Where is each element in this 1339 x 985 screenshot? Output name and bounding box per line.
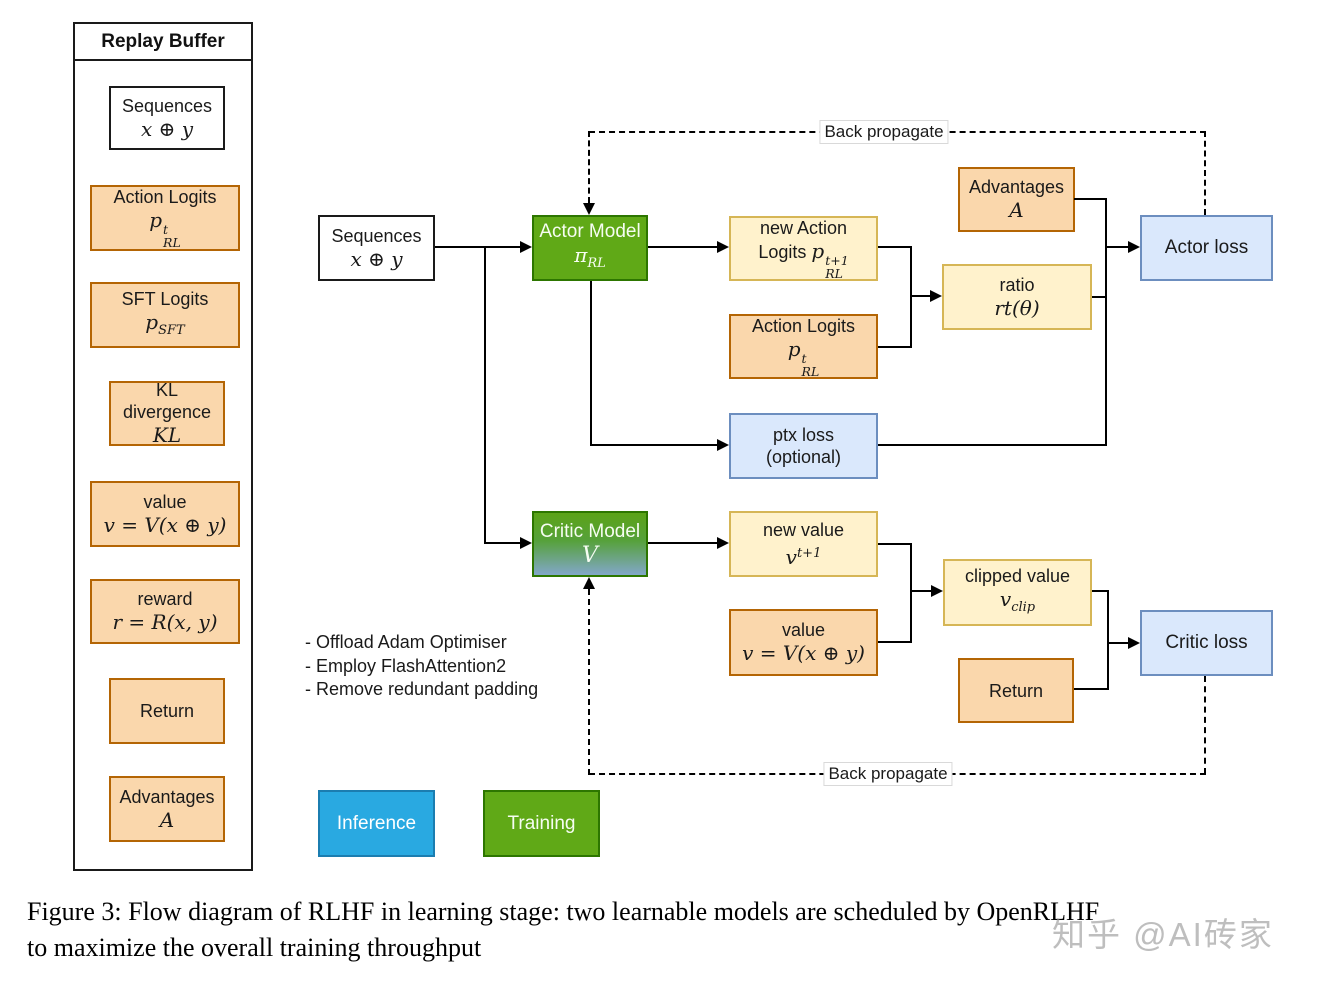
connector-line [1107, 590, 1109, 690]
connector-line [910, 543, 912, 643]
caption-line: Figure 3: Flow diagram of RLHF in learni… [27, 897, 1100, 926]
arrowhead-into-actor-model [520, 241, 532, 253]
rb-item-reward: reward r = R(x, y) [90, 579, 240, 644]
rb-item-label: Sequences [121, 95, 213, 116]
arrowhead-into-new-value [717, 537, 729, 549]
arrowhead-into-clipped-value [931, 585, 943, 597]
arrowhead-into-critic-model [520, 537, 532, 549]
connector-line [484, 246, 486, 544]
caption-line: to maximize the overall training through… [27, 933, 482, 962]
node-sequences: Sequences x ⊕ y [318, 215, 435, 281]
node-ptx-loss: ptx loss (optional) [729, 413, 878, 479]
rb-item-math: A [159, 807, 175, 832]
rb-item-label: SFT Logits [121, 288, 209, 309]
connector-line [1105, 198, 1107, 446]
rb-item-return: Return [109, 678, 225, 744]
arrowhead-into-actor-loss [1128, 241, 1140, 253]
node-return: Return [958, 658, 1074, 723]
dashed-line [1204, 131, 1206, 215]
replay-buffer-panel: Replay Buffer Sequences x ⊕ y Action Log… [73, 22, 253, 871]
node-critic-model: Critic Model V [532, 511, 648, 577]
rb-item-sft-logits: SFT Logits pSFT [90, 282, 240, 348]
connector-line [878, 346, 911, 348]
rb-item-label: KL divergence [122, 380, 212, 422]
node-clipped-value: clipped value vclip [943, 559, 1092, 626]
legend-inference: Inference [318, 790, 435, 857]
arrowhead-into-ptx-loss [717, 439, 729, 451]
connector-line [878, 641, 911, 643]
arrowhead-into-critic-loss [1128, 637, 1140, 649]
connector-line [910, 295, 931, 297]
node-actor-loss: Actor loss [1140, 215, 1273, 281]
arrowhead-into-actor-model-top [583, 203, 595, 215]
backprop-bottom-label: Back propagate [823, 762, 953, 786]
zhihu-watermark: 知乎 @AI砖家 [1052, 916, 1274, 953]
connector-line [878, 543, 911, 545]
rb-item-math: v = V(x ⊕ y) [103, 512, 227, 537]
rb-item-math: r = R(x, y) [112, 610, 218, 634]
connector-line [1092, 296, 1106, 298]
node-new-value: new value vt+1 [729, 511, 878, 577]
arrowhead-into-critic-model-bottom [583, 577, 595, 589]
node-ratio: ratio rt(θ) [942, 264, 1092, 330]
rb-item-advantages: Advantages A [109, 776, 225, 842]
connector-line [910, 246, 912, 348]
connector-line [878, 246, 911, 248]
note-line: - Remove redundant padding [305, 679, 539, 699]
connector-line [1074, 688, 1108, 690]
rb-item-label: Advantages [119, 786, 215, 807]
connector-line [435, 246, 521, 248]
connector-line [648, 542, 718, 544]
rb-item-math: x ⊕ y [140, 116, 194, 141]
dashed-line [588, 131, 590, 203]
connector-line [910, 590, 932, 592]
rb-item-label: reward [137, 589, 193, 609]
dashed-line [1204, 676, 1206, 774]
rb-item-kl-divergence: KL divergence KL [109, 380, 225, 447]
node-value: value v = V(x ⊕ y) [729, 609, 878, 676]
rb-item-math: KL [152, 423, 182, 447]
rb-item-math: pSFT [145, 309, 185, 338]
connector-line [484, 542, 521, 544]
rb-item-label: Return [139, 701, 195, 721]
node-actor-model: Actor Model πRL [532, 215, 648, 281]
dashed-line [588, 589, 590, 775]
connector-line [1105, 246, 1129, 248]
connector-line [1107, 642, 1129, 644]
connector-line [590, 281, 592, 446]
rb-item-sequences: Sequences x ⊕ y [109, 86, 225, 150]
rb-item-value: value v = V(x ⊕ y) [90, 481, 240, 547]
rb-item-label: Action Logits [113, 187, 217, 208]
optimisation-notes: - Offload Adam Optimiser - Employ FlashA… [305, 631, 538, 702]
legend-training: Training [483, 790, 600, 857]
node-advantages: Advantages A [958, 167, 1075, 232]
figure-caption: Figure 3: Flow diagram of RLHF in learni… [27, 894, 1099, 966]
backprop-top-label: Back propagate [819, 120, 949, 144]
connector-line [1092, 590, 1108, 592]
arrowhead-into-ratio [930, 290, 942, 302]
connector-line [878, 444, 1106, 446]
node-critic-loss: Critic loss [1140, 610, 1273, 676]
note-line: - Offload Adam Optimiser [305, 632, 507, 652]
arrowhead-into-new-action-logits [717, 241, 729, 253]
replay-buffer-title: Replay Buffer [75, 24, 251, 61]
connector-line [648, 246, 718, 248]
rb-item-label: value [143, 491, 187, 512]
note-line: - Employ FlashAttention2 [305, 655, 507, 676]
connector-line [1074, 198, 1106, 200]
connector-line [590, 444, 718, 446]
